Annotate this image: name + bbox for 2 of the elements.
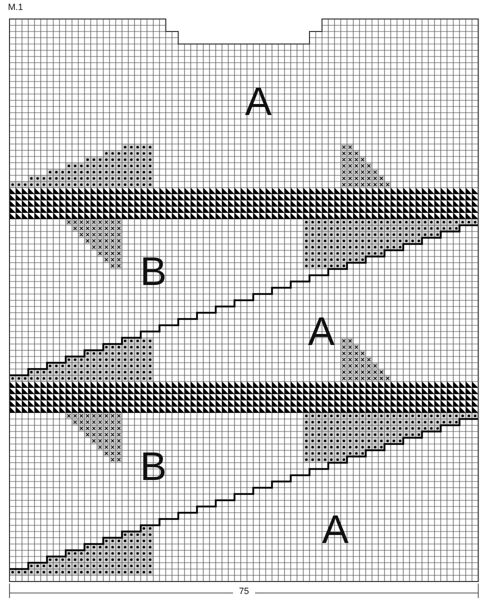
chart-title: M.1 <box>8 3 24 12</box>
dimension-label: 75 <box>233 587 256 596</box>
